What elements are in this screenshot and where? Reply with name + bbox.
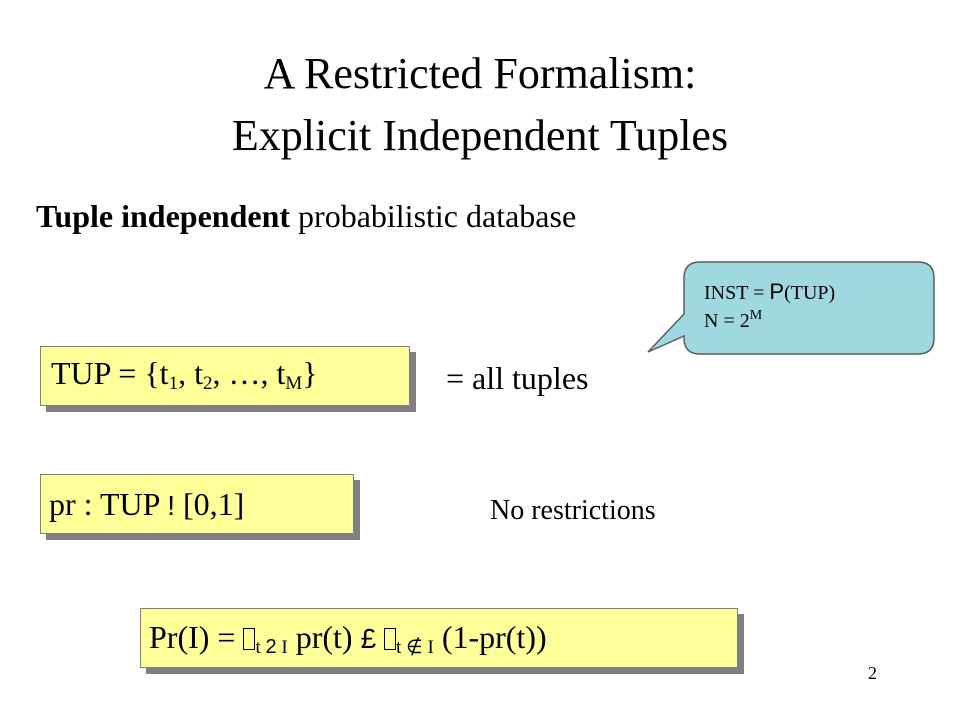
- all-tuples-label: = all tuples: [446, 360, 589, 396]
- subtitle-bold-text: Tuple independent: [36, 198, 291, 234]
- page-number: 2: [868, 663, 877, 683]
- no-restrictions-label: No restrictions: [490, 495, 656, 526]
- slide-title-line2: Explicit Independent Tuples: [231, 111, 729, 160]
- n-exponent: M: [749, 308, 763, 323]
- element-of-glyph: 2: [265, 636, 277, 658]
- product-glyph-icon: [243, 628, 256, 650]
- times-glyph: £: [360, 623, 377, 654]
- callout-n-line: N = 2M: [704, 308, 763, 333]
- not-element-of-glyph: ∉: [406, 637, 423, 658]
- probability-formula-box: Pr(I) = t 2 I pr(t) £ t ∉ I (1-pr(t)): [140, 608, 738, 668]
- slide-title-line1: A Restricted Formalism:: [263, 49, 697, 98]
- product-glyph-icon: [384, 628, 397, 650]
- callout-text: INST = P(TUP) N = 2M: [704, 278, 835, 335]
- powerset-symbol: P: [769, 279, 785, 304]
- pr-function-box: pr : TUP ! [0,1]: [40, 474, 354, 534]
- arrow-glyph: !: [167, 490, 176, 521]
- subtitle-text: probabilistic database: [290, 198, 577, 234]
- tup-definition-box: TUP = {t1, t2, …, tM}: [40, 346, 410, 406]
- callout-inst-line: INST = P(TUP): [704, 279, 836, 304]
- slide-subtitle: Tuple independent probabilistic database: [36, 196, 576, 236]
